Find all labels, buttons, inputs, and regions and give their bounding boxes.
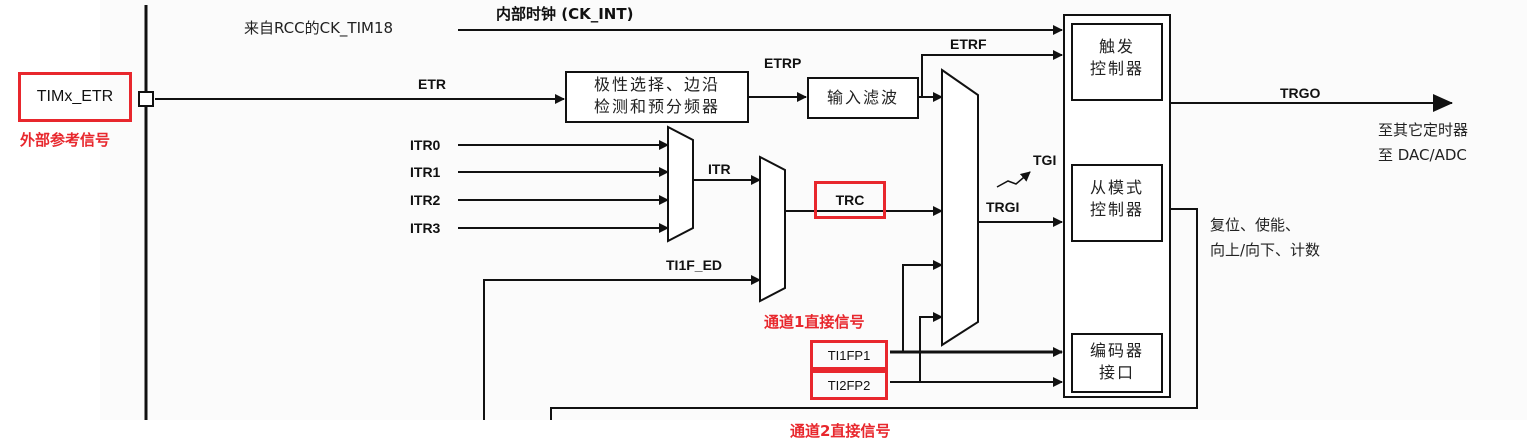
itr2-label: ITR2 bbox=[410, 192, 441, 208]
itr1-label: ITR1 bbox=[410, 164, 441, 180]
etrp-label: ETRP bbox=[764, 55, 802, 71]
itr0-label: ITR0 bbox=[410, 137, 441, 153]
etrf-line bbox=[921, 50, 1063, 97]
ti2fp2-label: TI2FP2 bbox=[827, 377, 871, 393]
input-filter-block bbox=[807, 77, 919, 119]
polarity-block-line1: 极性选择、边沿 bbox=[593, 75, 720, 94]
encoder-line2: 接口 bbox=[1098, 363, 1135, 382]
rcc-source-label: 来自RCC的CK_TIM18 bbox=[244, 19, 394, 37]
filter-block-label: 输入滤波 bbox=[826, 88, 899, 107]
etr-pin-square bbox=[138, 91, 154, 107]
ti1f-ed-label: TI1F_ED bbox=[666, 257, 723, 273]
encoder-interface-label: 编码器 接口 bbox=[1072, 340, 1162, 384]
trc-box: TRC bbox=[814, 181, 886, 219]
trgi-label: TRGI bbox=[986, 199, 1020, 215]
slave-controller-label: 从模式 控制器 bbox=[1072, 177, 1162, 221]
slave-mode-controller-block bbox=[1071, 164, 1163, 242]
polarity-edge-prescaler-block bbox=[565, 71, 749, 123]
ti1fp1-to-mux bbox=[902, 260, 943, 352]
channel2-direct-label: 通道2直接信号 bbox=[790, 422, 891, 440]
ti1fp1-box: TI1FP1 bbox=[810, 340, 888, 370]
trigger-controller-block bbox=[1071, 23, 1163, 101]
trigger-mux bbox=[941, 68, 979, 347]
slave-output-line2: 向上/向下、计数 bbox=[1210, 241, 1321, 259]
polarity-block-label: 极性选择、边沿 检测和预分频器 bbox=[566, 74, 748, 118]
timx-etr-pin: TIMx_ETR bbox=[18, 72, 132, 122]
ti2fp2-to-mux bbox=[919, 312, 943, 382]
slave-controller-line2: 控制器 bbox=[1089, 200, 1144, 219]
itr-mux bbox=[667, 125, 694, 243]
trc-label: TRC bbox=[835, 192, 865, 208]
trigger-controller-line1: 触发 bbox=[1098, 37, 1135, 56]
encoder-line1: 编码器 bbox=[1089, 341, 1144, 360]
polarity-block-line2: 检测和预分频器 bbox=[593, 97, 720, 116]
ti1fp1-label: TI1FP1 bbox=[827, 347, 871, 363]
itr3-label: ITR3 bbox=[410, 220, 441, 236]
slave-output-line bbox=[550, 208, 1198, 420]
to-timers-line2: 至 DAC/ADC bbox=[1378, 146, 1467, 164]
trgo-label: TRGO bbox=[1280, 85, 1321, 101]
tgi-label: TGI bbox=[1033, 152, 1057, 168]
itr-label: ITR bbox=[708, 161, 731, 177]
trc-mux bbox=[759, 155, 786, 303]
ti2fp2-box: TI2FP2 bbox=[810, 370, 888, 400]
ti1f-ed-line bbox=[483, 275, 761, 420]
slave-controller-line1: 从模式 bbox=[1089, 178, 1144, 197]
trigger-controller-label: 触发 控制器 bbox=[1072, 36, 1162, 80]
channel1-direct-label: 通道1直接信号 bbox=[764, 313, 865, 331]
etr-label: ETR bbox=[418, 76, 446, 92]
tgi-arrow bbox=[996, 171, 1031, 188]
slave-output-line1: 复位、使能、 bbox=[1210, 216, 1301, 234]
to-timers-line1: 至其它定时器 bbox=[1378, 121, 1469, 139]
timx-etr-label: TIMx_ETR bbox=[36, 88, 114, 105]
external-reference-label: 外部参考信号 bbox=[20, 131, 111, 149]
etrf-label: ETRF bbox=[950, 36, 987, 52]
ck-int-label: 内部时钟 (CK_INT) bbox=[496, 5, 634, 23]
encoder-interface-block bbox=[1071, 333, 1163, 393]
trigger-controller-line2: 控制器 bbox=[1089, 59, 1144, 78]
